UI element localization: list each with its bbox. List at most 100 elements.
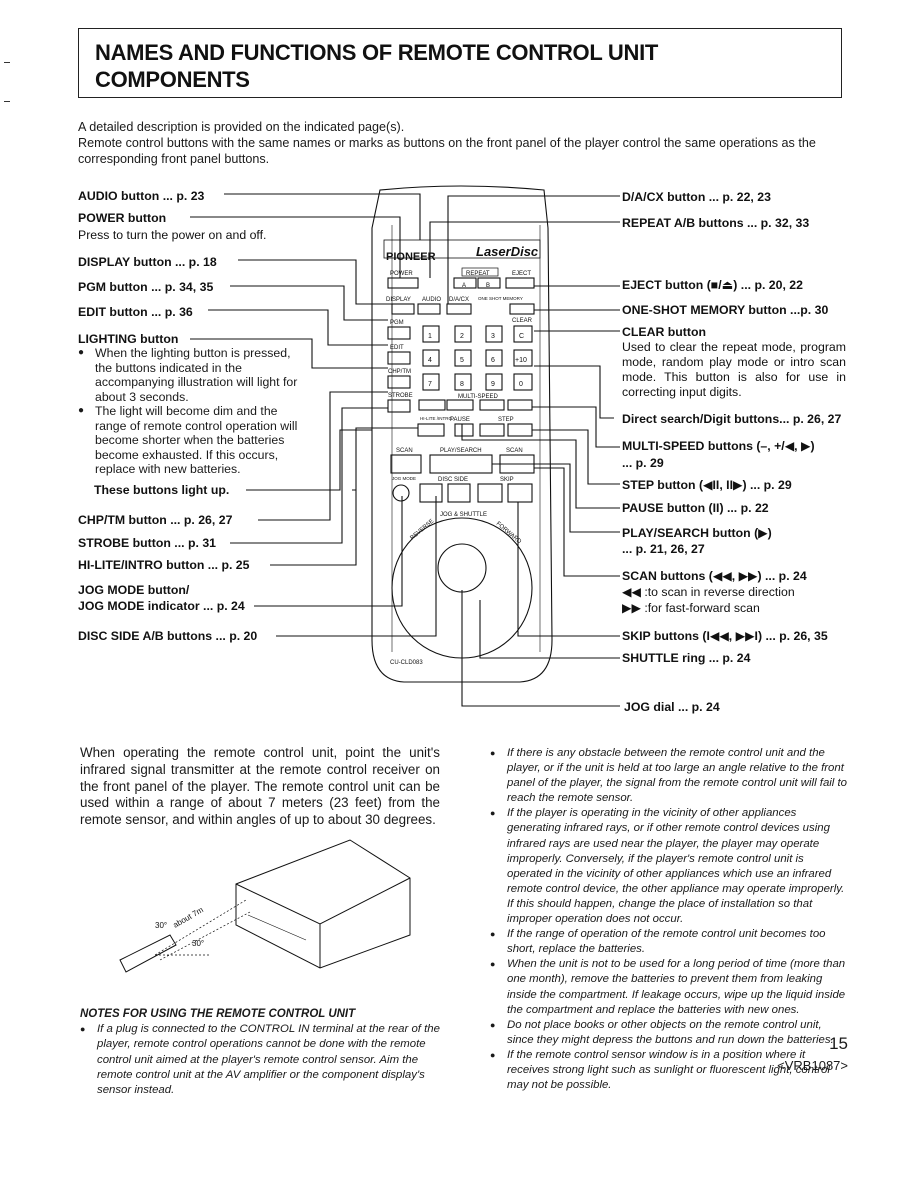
angle-top-label: 30° [155,921,167,930]
direct-label: Direct search/Digit buttons... p. 26, 27 [622,412,842,426]
remote-digit: 7 [428,381,432,388]
remote-display-label: DISPLAY [386,297,411,303]
note-item: Do not place books or other objects on t… [490,1018,848,1048]
page-title-line2: COMPONENTS [95,67,250,92]
edit-label: EDIT button ... p. 36 [78,305,193,319]
remote-scan-left-label: SCAN [396,448,413,454]
note-item: When the unit is not to be used for a lo… [490,957,848,1017]
lightup-label: These buttons light up. [94,483,230,497]
jogmode-label: JOG MODE button/ [78,583,190,597]
remote-repeat-label: REPEAT [466,271,490,277]
note-item: If there is any obstacle between the rem… [490,746,848,806]
remote-digit: 3 [491,333,495,340]
remote-multispeed-label: MULTI-SPEED [458,394,499,400]
dacx-label: D/A/CX button ... p. 22, 23 [622,190,771,204]
lighting-note: The light will become dim and the range … [78,404,306,477]
remote-digit: 5 [460,357,464,364]
page-code: <VRB1087> [777,1058,848,1073]
clear-label: CLEAR button [622,325,707,339]
remote-model-label: CU-CLD083 [390,660,423,666]
remote-digit: 0 [519,381,523,388]
remote-jogmode-label: JOG MODE [392,476,416,481]
remote-eject-label: EJECT [512,271,531,277]
shuttle-label: SHUTTLE ring ... p. 24 [622,651,751,665]
playsearch-label: PLAY/SEARCH button (▶) [622,526,772,540]
audio-label: AUDIO button ... p. 23 [78,189,205,203]
remote-chptm-label: CHP/TM [388,369,411,375]
page-title-box: NAMES AND FUNCTIONS OF REMOTE CONTROL UN… [78,28,842,98]
margin-mark [4,62,10,63]
remote-digit: 2 [460,333,464,340]
note-item: If the remote control sensor window is i… [490,1048,848,1093]
remote-jogshuttle-label: JOG & SHUTTLE [440,512,487,518]
remote-power-label: POWER [390,271,413,277]
remote-scan-right-label: SCAN [506,448,523,454]
lighting-note: When the lighting button is pressed, the… [78,346,306,404]
scan-fwd-desc: ▶▶ :for fast-forward scan [622,601,760,615]
multispeed-label: MULTI-SPEED buttons (–, +/◀, ▶) [622,439,815,453]
page-title-line1: NAMES AND FUNCTIONS OF REMOTE CONTROL UN… [95,40,659,65]
remote-pause-label: PAUSE [450,417,470,423]
lighting-notes: When the lighting button is pressed, the… [78,346,306,477]
remote-pgm-label: PGM [390,320,404,326]
pgm-label: PGM button ... p. 34, 35 [78,280,214,294]
lighting-label: LIGHTING button [78,332,179,346]
eject-label: EJECT button (■/⏏) ... p. 20, 22 [622,278,803,292]
remote-playsearch-label: PLAY/SEARCH [440,448,482,454]
remote-digit: 4 [428,357,432,364]
note-item: If the range of operation of the remote … [490,927,848,957]
pause-label: PAUSE button (II) ... p. 22 [622,501,769,515]
remote-reverse-label: REVERSE [409,518,435,541]
intro-line: Remote control buttons with the same nam… [78,136,816,166]
remote-step-label: STEP [498,417,514,423]
scan-label: SCAN buttons (◀◀, ▶▶) ... p. 24 [622,569,807,583]
remote-hilite-label: HI-LITE /INTRO [420,416,453,421]
playsearch-pages: ... p. 21, 26, 27 [622,542,705,556]
step-label: STEP button (◀II, II▶) ... p. 29 [622,478,792,492]
operating-instructions: When operating the remote control unit, … [80,745,440,828]
remote-digit: +10 [515,357,527,364]
distance-label: about 7m [172,905,206,930]
remote-edit-label: EDIT [390,345,404,351]
remote-logo: LaserDisc [476,244,539,259]
jogdial-label: JOG dial ... p. 24 [624,700,720,714]
oneshot-label: ONE-SHOT MEMORY button ...p. 30 [622,303,829,317]
power-label: POWER button [78,211,167,225]
intro-text: A detailed description is provided on th… [78,119,858,167]
margin-mark [4,101,10,102]
multispeed-pages: ... p. 29 [622,456,664,470]
remote-audio-label: AUDIO [422,297,441,303]
remote-strobe-label: STROBE [388,393,413,399]
remote-brand: PIONEER [386,251,436,263]
chptm-label: CHP/TM button ... p. 26, 27 [78,513,233,527]
hilite-label: HI-LITE/INTRO button ... p. 25 [78,558,250,572]
remote-digit: 1 [428,333,432,340]
angle-bottom-label: 30° [192,939,204,948]
remote-a-label: A [462,283,466,289]
notes-heading: NOTES FOR USING THE REMOTE CONTROL UNIT [80,1008,356,1020]
notes-left: If a plug is connected to the CONTROL IN… [80,1022,440,1098]
strobe-label: STROBE button ... p. 31 [78,536,216,550]
remote-discside-label: DISC SIDE [438,477,468,483]
remote-oneshot-label: ONE SHOT MEMORY [478,296,523,301]
jogmode-indicator-label: JOG MODE indicator ... p. 24 [78,599,245,613]
remote-dacx-label: D/A/CX [449,297,469,303]
display-label: DISPLAY button ... p. 18 [78,255,217,269]
intro-line: A detailed description is provided on th… [78,120,405,134]
note-item: If the player is operating in the vicini… [490,806,848,927]
remote-skip-label: SKIP [500,477,514,483]
remote-digit: 9 [491,381,495,388]
repeat-label: REPEAT A/B buttons ... p. 32, 33 [622,216,810,230]
scan-rev-desc: ◀◀ :to scan in reverse direction [622,585,795,599]
page-number: 15 [829,1034,848,1053]
remote-digit: 6 [491,357,495,364]
remote-digit: C [519,333,524,340]
discside-label: DISC SIDE A/B buttons ... p. 20 [78,629,258,643]
clear-desc: Used to clear the repeat mode, program m… [622,340,846,399]
power-desc: Press to turn the power on and off. [78,228,267,242]
note-item: If a plug is connected to the CONTROL IN… [80,1022,440,1098]
remote-clear-label: CLEAR [512,318,533,324]
player-illustration [119,839,411,973]
remote-digit: 8 [460,381,464,388]
